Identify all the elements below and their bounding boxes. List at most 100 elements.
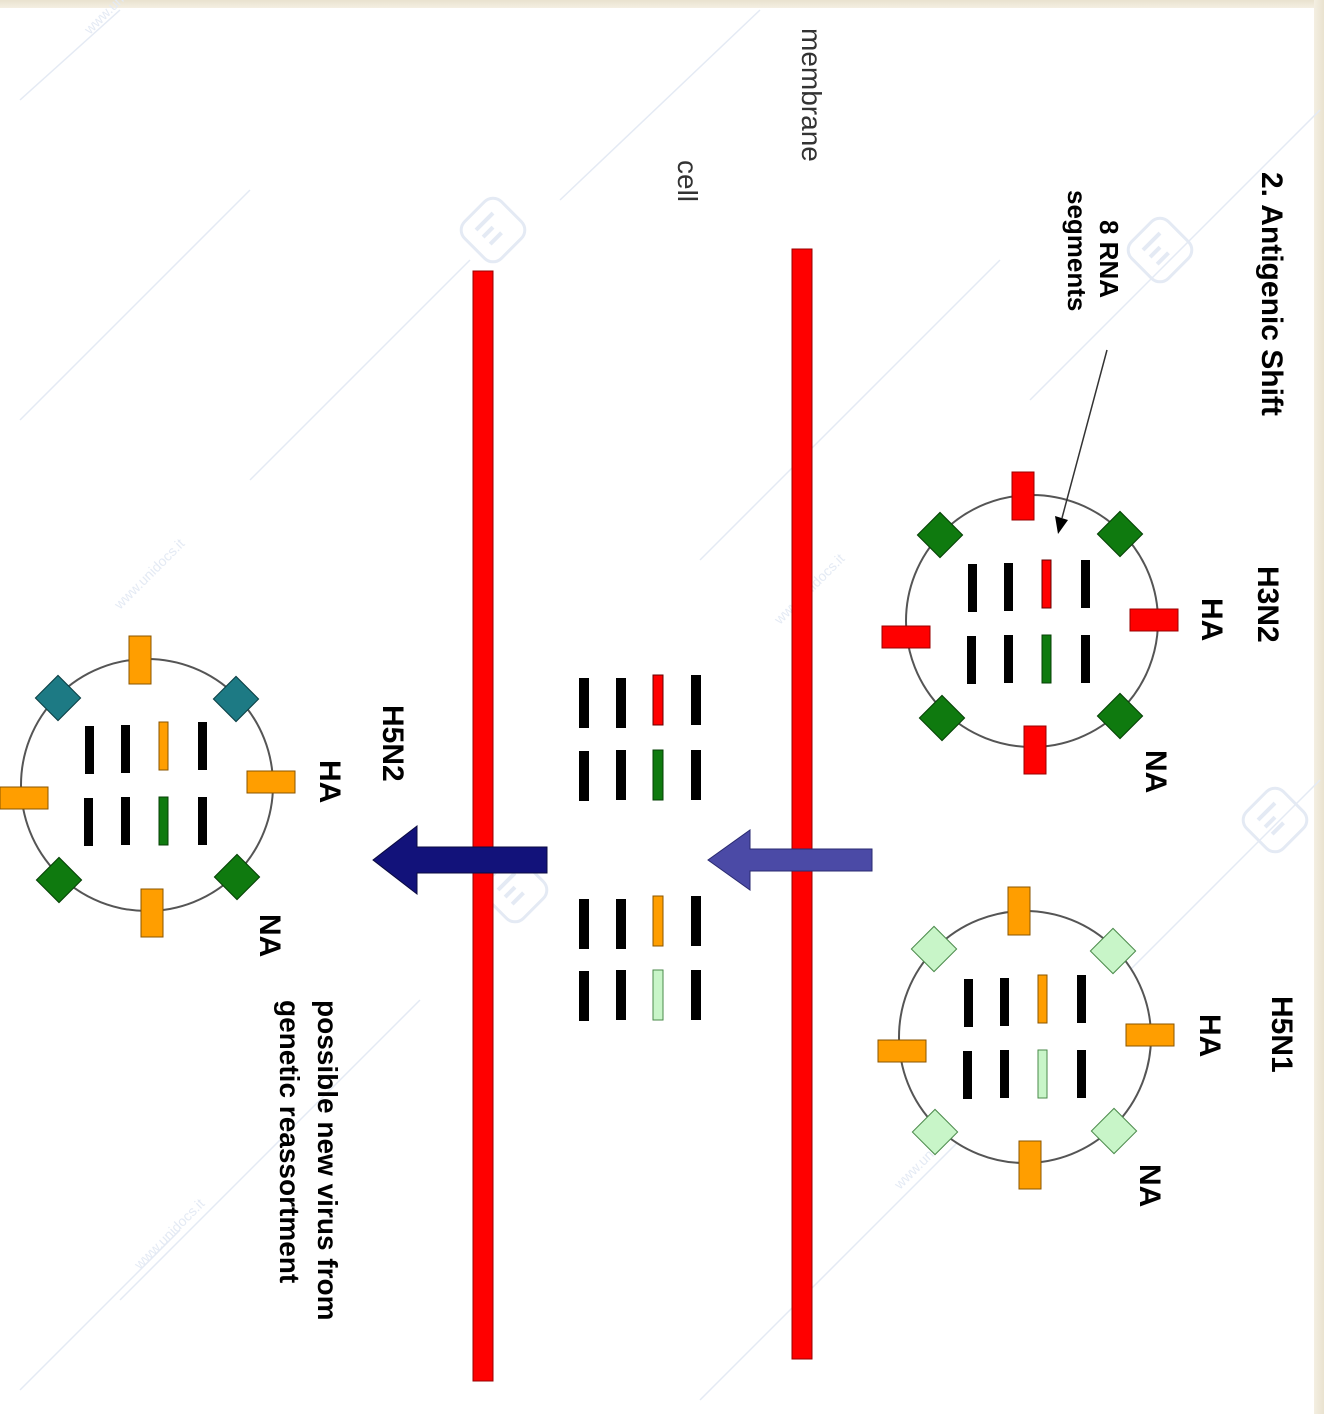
h3n2-na-label: NA <box>1139 750 1172 793</box>
na-spike <box>212 675 260 723</box>
na-spike <box>1096 692 1144 740</box>
rna-segment <box>964 979 973 1027</box>
rna-segment <box>652 895 664 947</box>
ha-spike <box>140 888 164 938</box>
rna-segment <box>121 725 130 773</box>
rna-segment <box>1004 635 1013 683</box>
na-spike <box>35 856 83 904</box>
watermark-logo-icon <box>459 196 527 264</box>
window-frame-right <box>1314 0 1324 1414</box>
rna-segment <box>158 796 169 846</box>
ha-spike <box>128 635 152 685</box>
rna-segment <box>616 970 626 1020</box>
watermark-text: www.unidocs.it <box>80 0 158 38</box>
rna-segment <box>579 971 589 1021</box>
rna-segments-label: 8 RNA <box>1094 220 1124 298</box>
rna-segments-label: segments <box>1062 190 1092 311</box>
rna-segment <box>198 722 207 770</box>
rna-segment <box>1041 634 1052 684</box>
h5n2-na-label: NA <box>253 914 286 957</box>
na-spike <box>918 694 966 742</box>
rna-segment <box>1004 563 1013 611</box>
diagram-title: 2. Antigenic Shift <box>1255 172 1288 416</box>
na-spike <box>916 511 964 559</box>
ha-spike <box>0 786 49 810</box>
rna-segment <box>616 750 626 800</box>
ha-spike <box>1007 886 1031 936</box>
rna-segment <box>121 797 130 845</box>
h3n2-ha-label: HA <box>1195 598 1228 641</box>
rna-segment <box>1077 1050 1086 1098</box>
membrane-label: membrane <box>796 28 827 162</box>
na-spike <box>911 1108 959 1156</box>
na-spike <box>1090 1107 1138 1155</box>
rna-segment <box>579 751 589 801</box>
ha-spike <box>246 770 296 794</box>
rna-segment <box>691 970 701 1020</box>
rna-segment <box>691 896 701 946</box>
virus-h5n2 <box>0 635 296 938</box>
rna-segment <box>84 798 93 846</box>
rna-segment <box>616 678 626 728</box>
watermark-text: www.unidocs.it <box>110 535 188 613</box>
rna-segment <box>198 797 207 845</box>
rna-segment <box>691 750 701 800</box>
rna-segment <box>1077 975 1086 1023</box>
na-spike <box>213 853 261 901</box>
rna-segment <box>691 675 701 725</box>
rna-segment <box>616 899 626 949</box>
ha-spike <box>1125 1023 1175 1047</box>
watermark-logo-icon <box>1241 786 1309 854</box>
rna-segment <box>1000 978 1009 1026</box>
cell-label: cell <box>672 160 703 202</box>
rna-segment <box>579 899 589 949</box>
rna-segment <box>1081 635 1090 683</box>
outer-membrane-line <box>791 248 813 1360</box>
h5n1-name: H5N1 <box>1265 996 1298 1073</box>
ha-spike <box>1011 471 1035 521</box>
ha-spike <box>1129 608 1179 632</box>
rna-segment <box>158 721 169 771</box>
ha-spike <box>881 625 931 649</box>
h5n2-ha-label: HA <box>313 760 346 803</box>
rna-segment <box>1037 1049 1048 1099</box>
rna-pointer-line <box>1061 349 1108 519</box>
virus-h5n1 <box>877 886 1175 1190</box>
window-frame-top <box>0 0 1324 8</box>
cell-rna-segments <box>579 674 701 1021</box>
watermark-text: www.unidocs.it <box>130 1195 208 1273</box>
rna-segment <box>968 564 977 612</box>
rna-segment <box>579 678 589 728</box>
rna-segment <box>967 636 976 684</box>
virus-h3n2 <box>881 471 1179 775</box>
na-spike <box>1089 927 1137 975</box>
watermark-logo-icon <box>1126 216 1194 284</box>
ha-spike <box>1023 725 1047 775</box>
na-spike <box>910 925 958 973</box>
result-caption: genetic reassortment <box>274 1000 305 1283</box>
inner-membrane-line <box>472 270 494 1382</box>
rna-segment <box>1000 1050 1009 1098</box>
h5n1-na-label: NA <box>1133 1164 1166 1207</box>
rna-segment <box>1041 559 1052 609</box>
rna-segment <box>652 674 664 726</box>
ha-spike <box>877 1039 927 1063</box>
na-spike <box>1096 510 1144 558</box>
rna-segment <box>652 749 664 801</box>
rna-segment <box>1081 560 1090 608</box>
rna-pointer-arrowhead <box>1055 516 1068 534</box>
h3n2-name: H3N2 <box>1251 566 1284 643</box>
rna-segment <box>1037 974 1048 1024</box>
rna-segment <box>652 969 664 1021</box>
h5n1-ha-label: HA <box>1193 1014 1226 1057</box>
result-caption: possible new virus from <box>312 1000 343 1321</box>
ha-spike <box>1018 1140 1042 1190</box>
rna-segment <box>85 726 94 774</box>
h5n2-name: H5N2 <box>376 705 409 782</box>
rna-segment <box>963 1051 972 1099</box>
arrow-left-icon <box>707 829 873 891</box>
arrow-left-icon <box>372 824 548 896</box>
na-spike <box>34 674 82 722</box>
